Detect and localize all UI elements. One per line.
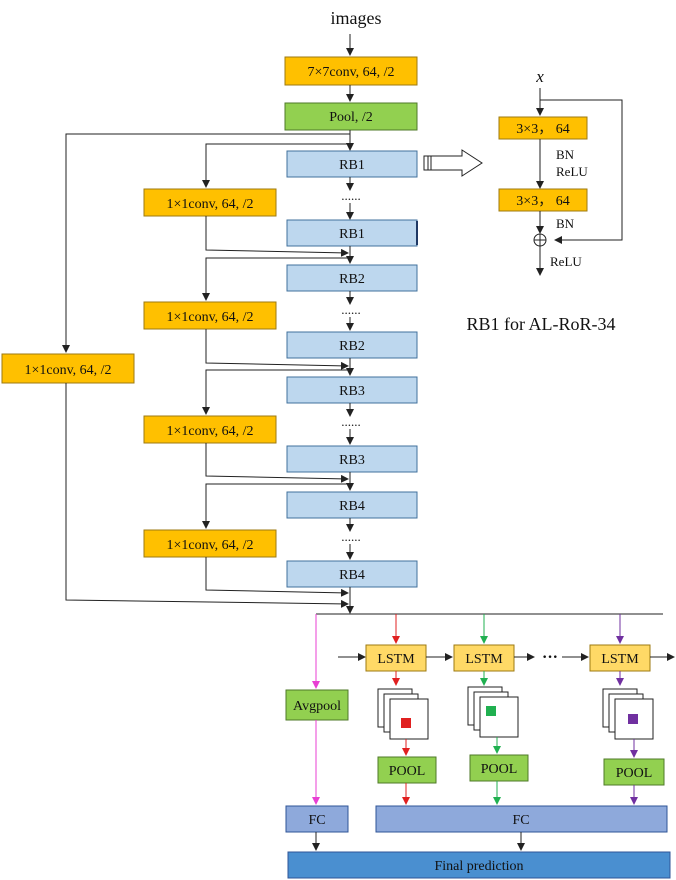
inset-identity-shortcut — [540, 99, 623, 244]
inset-x-label: x — [535, 67, 544, 86]
attention-maps-2 — [467, 686, 519, 738]
inset-conv-box-2 — [498, 188, 588, 212]
inset-relu-label-2: ReLU — [550, 254, 582, 269]
pool-label-3: POOL — [616, 766, 653, 781]
stage1-conv1x1-box — [143, 188, 277, 217]
rb3-box-bottom — [286, 445, 418, 473]
stage3-conv1x1-box — [143, 415, 277, 444]
avgpool-box — [285, 689, 349, 721]
stage2-conv1x1-label: 1×1conv, 64, /2 — [166, 310, 253, 325]
rb1-label-top: RB1 — [339, 158, 365, 173]
rb1-dots: ...... — [341, 188, 361, 203]
stage1-skip-down — [202, 143, 350, 188]
fc-label-avg: FC — [308, 813, 325, 828]
pool-box-2 — [469, 754, 529, 782]
rb2-label-top: RB2 — [339, 272, 365, 287]
rb3-box-top — [286, 376, 418, 404]
rb2-dots: ...... — [341, 302, 361, 317]
pool-label-1: POOL — [389, 764, 426, 779]
lstm-label-1: LSTM — [377, 652, 415, 667]
inset-bn-label-1: BN — [556, 147, 575, 162]
rb4-dots: ...... — [341, 529, 361, 544]
inset-title: RB1 for AL-RoR-34 — [466, 314, 615, 334]
expand-arrow-icon — [423, 149, 483, 177]
stage4-skip-return — [205, 557, 349, 597]
stage1-conv1x1-label: 1×1conv, 64, /2 — [166, 197, 253, 212]
stage4-skip-down — [202, 483, 348, 529]
rb1-label-bottom: RB1 — [339, 227, 365, 242]
stage3-conv1x1-label: 1×1conv, 64, /2 — [166, 424, 253, 439]
pool-box — [284, 102, 418, 131]
pool-box-3 — [603, 758, 665, 786]
rb4-box-bottom — [286, 560, 418, 588]
attention-maps-1 — [377, 688, 429, 740]
final-prediction-box — [287, 851, 671, 879]
fc-box-avg — [285, 805, 349, 833]
inset-conv-label-1: 3×3， 64 — [516, 122, 569, 137]
rb2-box-bottom — [286, 331, 418, 359]
fc-label-lstm: FC — [512, 813, 529, 828]
outer-skip-down — [62, 133, 350, 353]
pool-label: Pool, /2 — [329, 110, 373, 125]
rb2-label-bottom: RB2 — [339, 339, 365, 354]
stage2-conv1x1-box — [143, 301, 277, 330]
conv7x7-label: 7×7conv, 64, /2 — [307, 65, 394, 80]
outer-skip-return — [65, 383, 349, 608]
rb3-label-top: RB3 — [339, 384, 365, 399]
inset-relu-label-1: ReLU — [556, 164, 588, 179]
stage1-skip-return — [205, 216, 349, 257]
stage3-skip-down — [202, 369, 348, 415]
pool-box-1 — [377, 756, 437, 784]
final-prediction-label: Final prediction — [434, 859, 523, 874]
lstm-box-3 — [589, 644, 651, 672]
outer-conv1x1-box — [1, 353, 135, 384]
rb3-label-bottom: RB3 — [339, 453, 365, 468]
outer-conv1x1-label: 1×1conv, 64, /2 — [24, 363, 111, 378]
avgpool-label: Avgpool — [293, 699, 341, 714]
conv7x7-box — [284, 56, 418, 86]
stage2-skip-return — [205, 329, 349, 370]
inset-conv-label-2: 3×3， 64 — [516, 194, 569, 209]
attention-marker-green — [486, 706, 496, 716]
stage2-skip-down — [202, 257, 348, 301]
inset-bn-label-2: BN — [556, 216, 575, 231]
rb4-label-bottom: RB4 — [339, 568, 365, 583]
attention-marker-purple — [628, 714, 638, 724]
rb1-box-top — [286, 150, 418, 178]
rb1-detail-inset: x 3×3， 64 BN ReLU 3×3， 64 BN ReLU — [423, 67, 623, 276]
lstm-label-3: LSTM — [601, 652, 639, 667]
attention-marker-red — [401, 718, 411, 728]
stage4-conv1x1-box — [143, 529, 277, 558]
rb2-box-top — [286, 264, 418, 292]
stage3-skip-return — [205, 443, 349, 483]
inset-conv-box-1 — [498, 116, 588, 140]
rb4-label-top: RB4 — [339, 499, 365, 514]
images-label: images — [331, 8, 382, 28]
lstm-box-2 — [453, 644, 515, 672]
attention-maps-3 — [602, 688, 654, 740]
rb4-box-top — [286, 491, 418, 519]
lstm-ellipsis: ··· — [542, 649, 558, 666]
lstm-label-2: LSTM — [465, 652, 503, 667]
stage4-conv1x1-label: 1×1conv, 64, /2 — [166, 538, 253, 553]
pool-label-2: POOL — [481, 762, 518, 777]
rb3-dots: ...... — [341, 414, 361, 429]
rb1-box-bottom — [286, 219, 418, 247]
